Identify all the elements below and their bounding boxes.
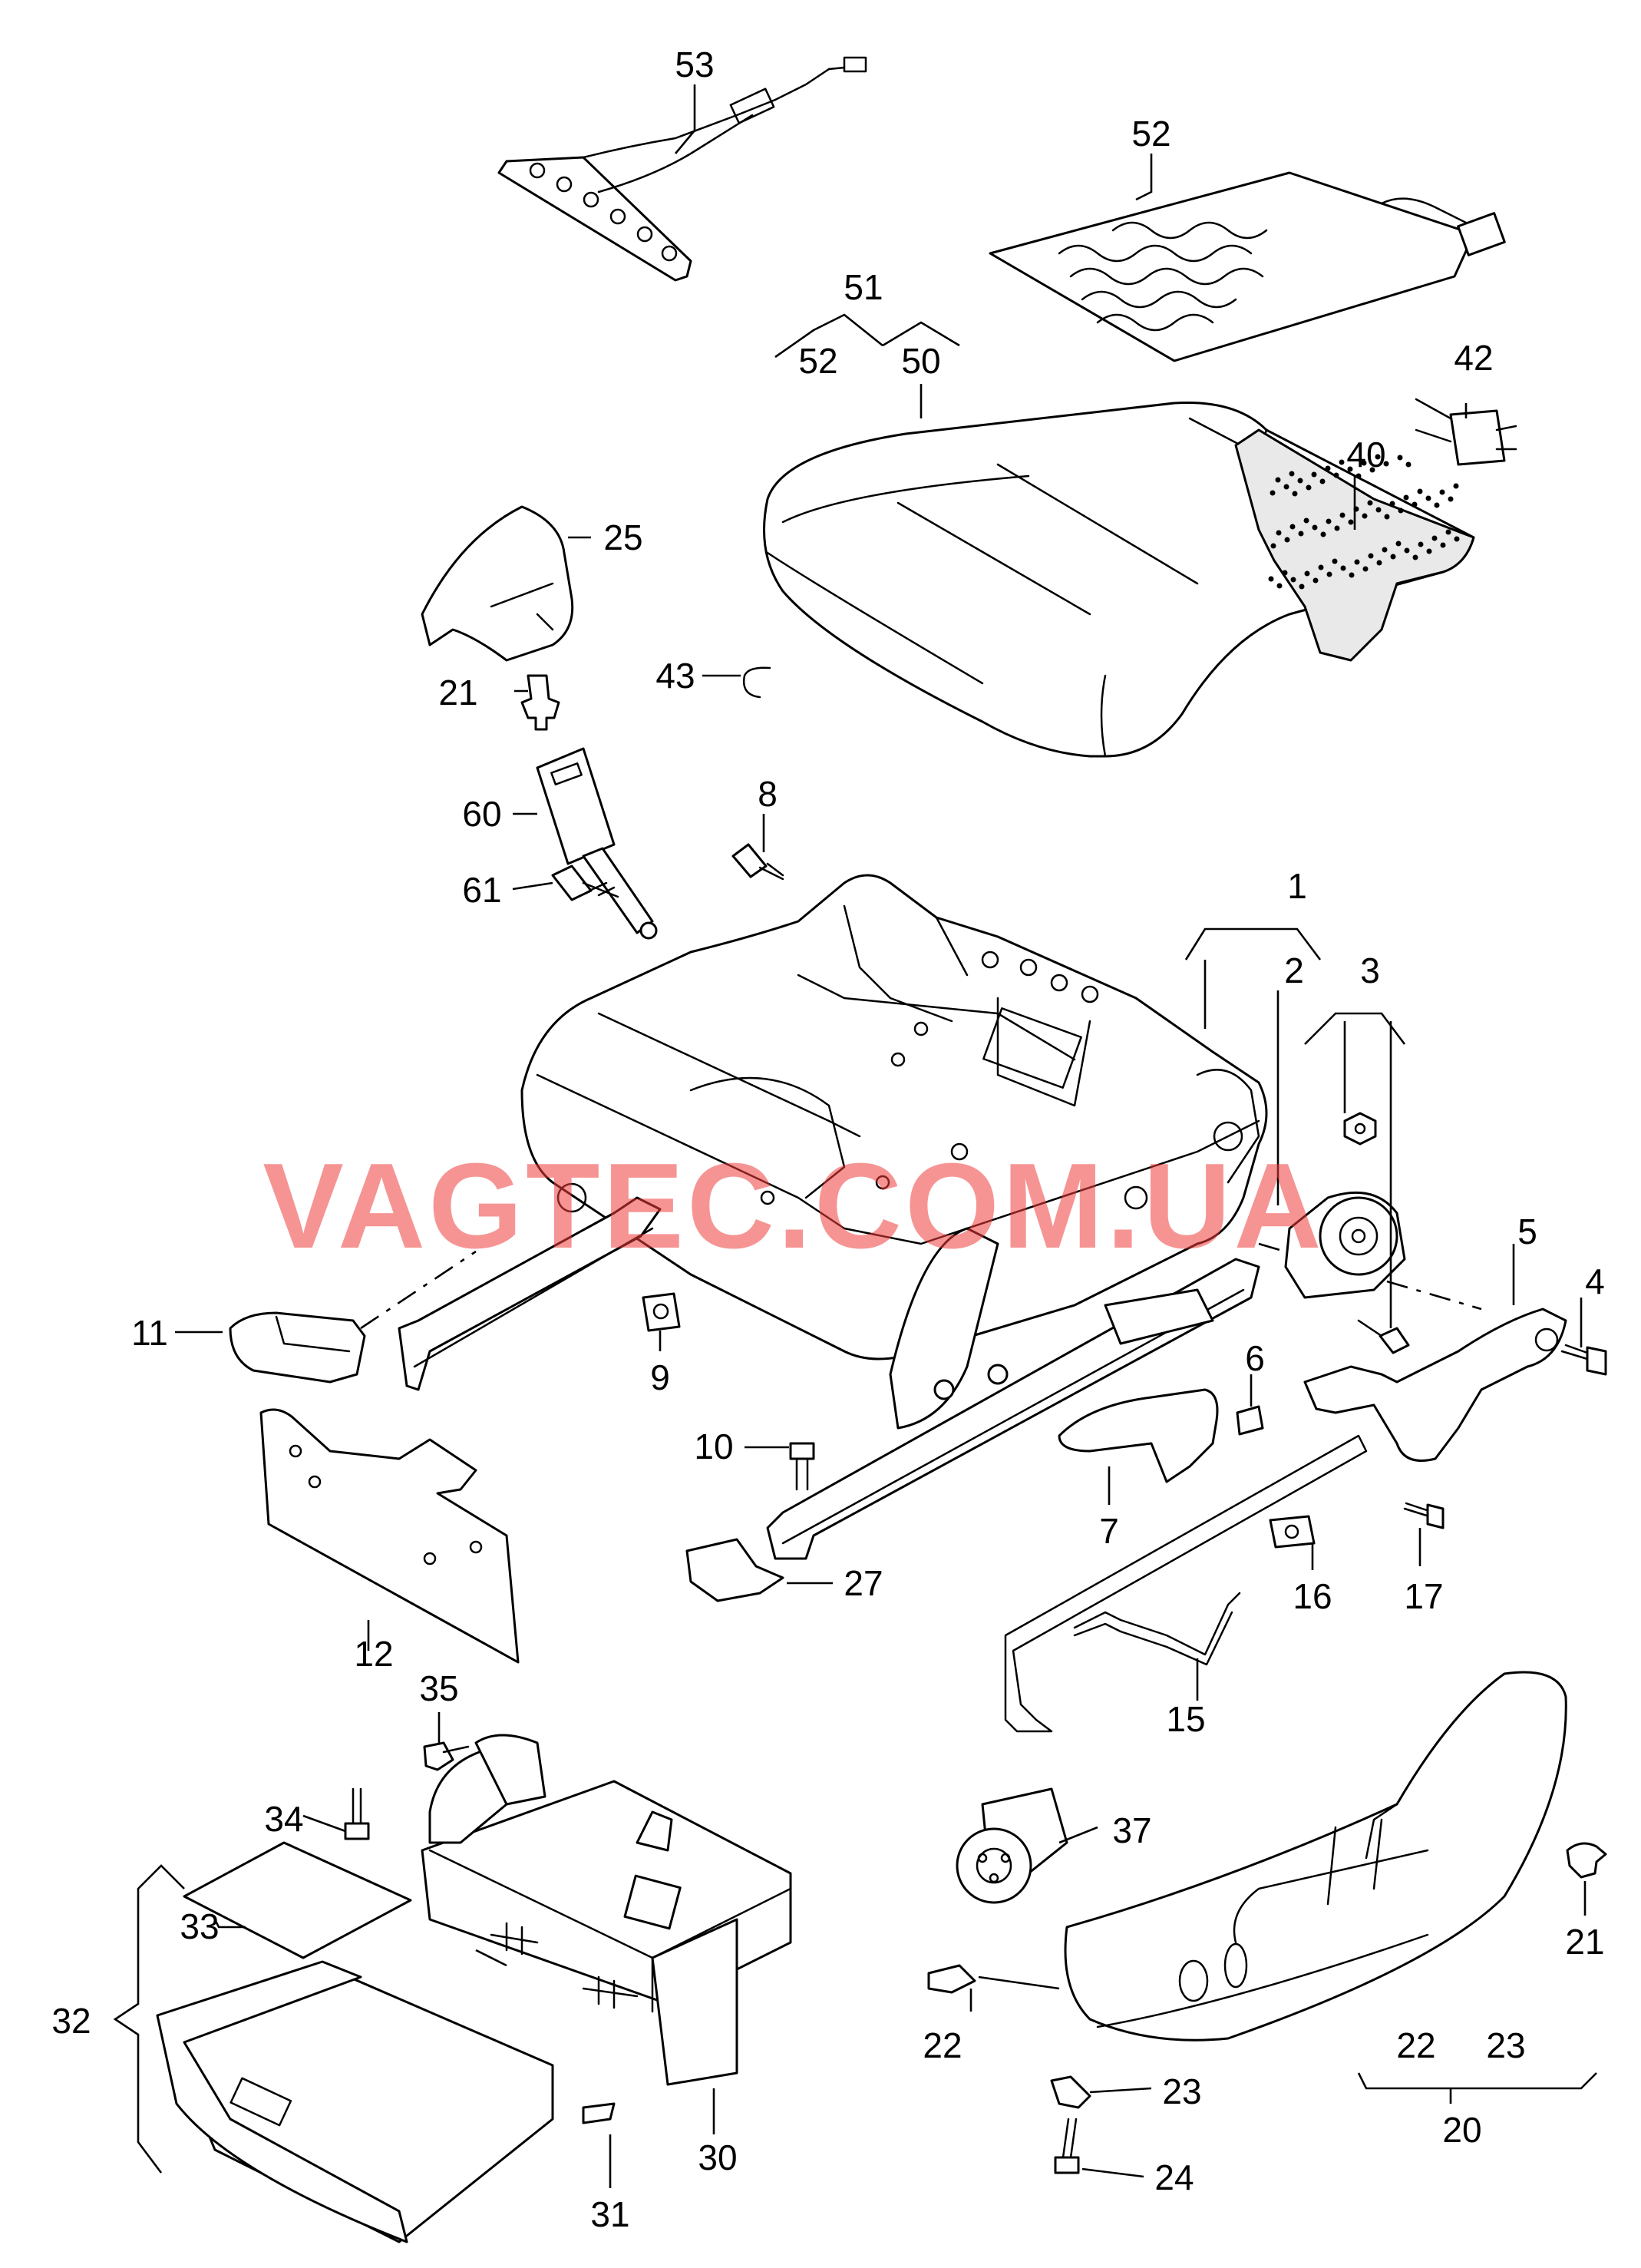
part-31-clip[interactable] bbox=[582, 2102, 616, 2124]
leader-lines bbox=[113, 84, 1597, 2188]
label-32: 32 bbox=[51, 2001, 91, 2041]
label-30: 30 bbox=[698, 2137, 737, 2177]
label-21-top: 21 bbox=[438, 673, 477, 712]
label-51: 51 bbox=[844, 267, 883, 307]
watermark: VAGTEC.COM.UA bbox=[262, 1139, 1324, 1274]
seat-frame-assembly[interactable] bbox=[398, 874, 1268, 1560]
part-33-lid[interactable] bbox=[183, 1841, 412, 1959]
label-8: 8 bbox=[758, 774, 778, 814]
part-32-storage-drawer[interactable] bbox=[156, 1960, 554, 2243]
label-12: 12 bbox=[354, 1634, 393, 1674]
part-22-clip[interactable] bbox=[927, 1964, 976, 1994]
label-37: 37 bbox=[1112, 1810, 1151, 1850]
part-23-clip-nut[interactable] bbox=[1050, 2075, 1091, 2109]
label-25: 25 bbox=[603, 517, 642, 557]
callout-labels: 53 52 51 52 50 42 40 25 21 43 60 61 8 1 … bbox=[51, 45, 1604, 2234]
label-21-right: 21 bbox=[1565, 1922, 1604, 1962]
label-11: 11 bbox=[131, 1313, 168, 1353]
label-2: 2 bbox=[1284, 951, 1304, 990]
part-61-bolt[interactable] bbox=[551, 865, 619, 901]
part-6-clip[interactable] bbox=[1236, 1405, 1264, 1436]
label-34: 34 bbox=[264, 1799, 303, 1839]
label-17: 17 bbox=[1404, 1576, 1443, 1616]
part-35-screw[interactable] bbox=[423, 1741, 470, 1771]
label-20: 20 bbox=[1442, 2110, 1481, 2150]
label-53: 53 bbox=[675, 45, 714, 84]
part-27-clip[interactable] bbox=[685, 1538, 784, 1602]
part-21-clip-right[interactable] bbox=[1566, 1842, 1607, 1879]
part-43-clip-ring[interactable] bbox=[742, 666, 771, 699]
part-30-storage-housing[interactable] bbox=[421, 1734, 792, 2086]
label-31: 31 bbox=[590, 2194, 629, 2234]
part-5-adjustment-lever[interactable] bbox=[1303, 1308, 1567, 1462]
part-42-connector[interactable] bbox=[1415, 398, 1517, 466]
label-1: 1 bbox=[1287, 866, 1307, 906]
part-3-nut-and-screw[interactable] bbox=[1343, 1112, 1410, 1354]
label-52-bracket: 52 bbox=[798, 341, 837, 381]
part-50-seat-cushion[interactable] bbox=[763, 401, 1475, 758]
part-7-handle[interactable] bbox=[1058, 1388, 1219, 1483]
label-43: 43 bbox=[655, 656, 695, 696]
label-60: 60 bbox=[462, 794, 501, 834]
part-9-clip-nut[interactable] bbox=[642, 1292, 681, 1332]
label-9: 9 bbox=[650, 1357, 670, 1397]
label-10: 10 bbox=[694, 1427, 733, 1466]
label-42: 42 bbox=[1454, 338, 1493, 378]
part-12-shield-plate[interactable] bbox=[259, 1408, 520, 1664]
label-22-bracket: 22 bbox=[1396, 2025, 1435, 2065]
part-2-adjuster-motor[interactable] bbox=[1284, 1191, 1406, 1299]
part-4-bolt[interactable] bbox=[1560, 1344, 1607, 1376]
label-52-top: 52 bbox=[1131, 114, 1170, 154]
part-37-lumbar-motor[interactable] bbox=[956, 1787, 1068, 1904]
part-21-clip[interactable] bbox=[520, 674, 560, 731]
label-40: 40 bbox=[1346, 435, 1385, 474]
part-60-seatbelt-buckle[interactable] bbox=[536, 747, 658, 940]
label-61: 61 bbox=[462, 870, 501, 910]
part-11-rail-cover[interactable] bbox=[229, 1311, 366, 1384]
part-20-side-trim-panel[interactable] bbox=[1064, 1671, 1567, 2042]
label-27: 27 bbox=[844, 1563, 883, 1603]
label-23-bracket: 23 bbox=[1486, 2025, 1525, 2065]
part-25-trim-cover[interactable] bbox=[421, 505, 574, 662]
part-8-bolt[interactable] bbox=[731, 843, 784, 881]
label-16: 16 bbox=[1293, 1576, 1332, 1616]
label-6: 6 bbox=[1245, 1338, 1265, 1378]
part-16-clip[interactable] bbox=[1269, 1515, 1316, 1549]
part-24-screw[interactable] bbox=[1054, 2118, 1080, 2174]
label-7: 7 bbox=[1099, 1511, 1119, 1551]
label-23-left: 23 bbox=[1162, 2071, 1201, 2111]
label-4: 4 bbox=[1585, 1261, 1605, 1301]
part-34-screw[interactable] bbox=[344, 1787, 370, 1840]
part-17-screw[interactable] bbox=[1403, 1502, 1445, 1529]
part-52-seat-heating-mat[interactable] bbox=[989, 171, 1506, 362]
part-10-bolt[interactable] bbox=[789, 1442, 815, 1491]
label-3: 3 bbox=[1360, 951, 1380, 990]
label-22-left: 22 bbox=[923, 2025, 962, 2065]
label-35: 35 bbox=[419, 1668, 458, 1708]
label-50: 50 bbox=[901, 341, 940, 381]
part-53-heating-wire-harness[interactable] bbox=[497, 56, 867, 282]
label-5: 5 bbox=[1517, 1212, 1537, 1251]
label-24: 24 bbox=[1154, 2157, 1194, 2197]
label-33: 33 bbox=[180, 1906, 219, 1946]
part-15-wire-bracket[interactable] bbox=[1004, 1434, 1368, 1733]
label-15: 15 bbox=[1166, 1699, 1205, 1739]
